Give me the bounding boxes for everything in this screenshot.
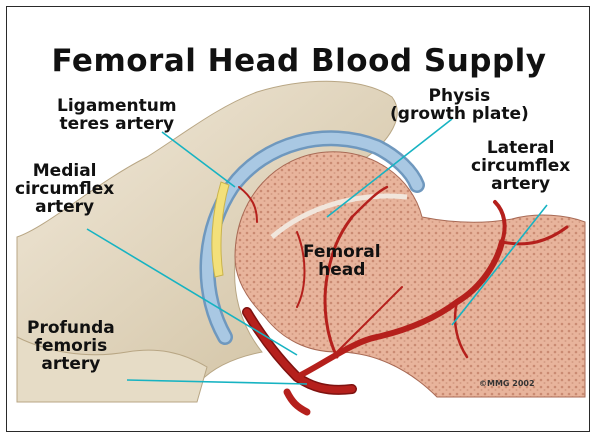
diagram-frame: Femoral Head Blood Supply Ligamentum ter… xyxy=(6,6,590,432)
label-ligamentum-teres: Ligamentum teres artery xyxy=(57,97,177,133)
label-lateral-circumflex: Lateral circumflex artery xyxy=(471,139,570,193)
label-physis: Physis (growth plate) xyxy=(390,87,529,123)
label-femoral-head: Femoral head xyxy=(303,243,381,279)
copyright-text: ©MMG 2002 xyxy=(479,379,535,388)
diagram-title: Femoral Head Blood Supply xyxy=(7,43,590,79)
label-profunda-femoris: Profunda femoris artery xyxy=(27,319,115,373)
label-medial-circumflex: Medial circumflex artery xyxy=(15,162,114,216)
